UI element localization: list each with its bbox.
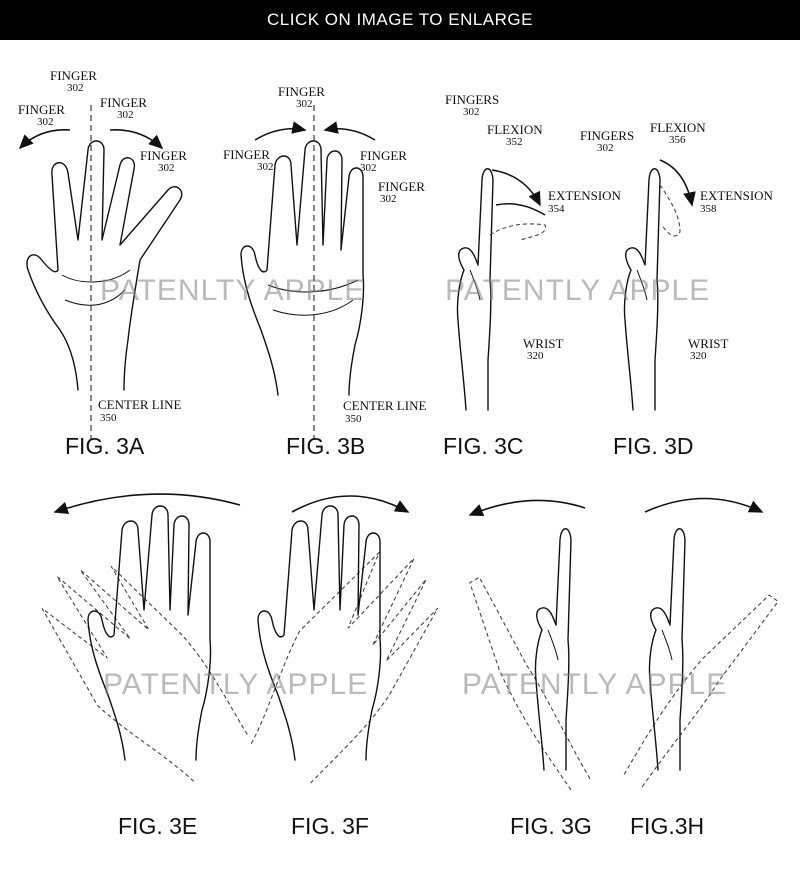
label-finger: FINGER: [140, 148, 187, 163]
fig-3d-caption: FIG. 3D: [613, 433, 694, 459]
label-finger: FINGER: [360, 148, 407, 163]
label-354: 354: [548, 203, 565, 215]
fig-3g-caption: FIG. 3G: [510, 813, 592, 839]
enlarge-banner[interactable]: CLICK ON IMAGE TO ENLARGE: [0, 0, 800, 40]
fig-3a-caption: FIG. 3A: [65, 433, 145, 459]
label-302: 302: [117, 109, 134, 121]
label-302: 302: [67, 82, 84, 94]
fig-3e-hand: [41, 505, 249, 782]
label-302: 302: [597, 142, 614, 154]
label-302: 302: [463, 106, 480, 118]
watermark: PATENTLY APPLE: [103, 668, 369, 701]
label-fingers: FINGERS: [580, 128, 635, 143]
watermark: PATENTLY APPLE: [445, 274, 711, 307]
label-352: 352: [506, 136, 523, 148]
label-flexion: FLEXION: [487, 122, 543, 137]
label-356: 356: [669, 134, 686, 146]
fig-3e-caption: FIG. 3E: [118, 813, 198, 839]
fig-3f-hand: [250, 505, 439, 785]
label-wrist: WRIST: [688, 336, 729, 351]
label-302: 302: [158, 162, 175, 174]
watermark: PATENTLY APPLE: [462, 668, 728, 701]
fig-3c-caption: FIG. 3C: [443, 433, 524, 459]
label-flexion: FLEXION: [650, 120, 706, 135]
label-finger: FINGER: [18, 102, 65, 117]
fig-3f-caption: FIG. 3F: [291, 813, 369, 839]
label-320: 320: [690, 350, 707, 362]
label-center-line: CENTER LINE: [343, 398, 427, 413]
fig-3a-hand: [26, 140, 183, 391]
fig-3h-caption: FIG.3H: [630, 813, 705, 839]
fig-3b-caption: FIG. 3B: [286, 433, 366, 459]
label-fingers: FINGERS: [445, 92, 500, 107]
label-extension: EXTENSION: [548, 188, 621, 203]
label-350: 350: [345, 413, 362, 425]
label-358: 358: [700, 203, 717, 215]
label-finger: FINGER: [223, 147, 270, 162]
fig-3b-hand: [240, 140, 365, 396]
label-350: 350: [100, 412, 117, 424]
hand-gesture-drawings: [18, 105, 779, 791]
label-320: 320: [527, 350, 544, 362]
watermark: PATENLTY APPLE: [100, 274, 366, 307]
label-302: 302: [37, 116, 54, 128]
label-finger: FINGER: [50, 68, 97, 83]
label-302: 302: [380, 193, 397, 205]
label-center-line: CENTER LINE: [98, 397, 182, 412]
fig-3h-hand: [623, 528, 779, 788]
label-302: 302: [257, 161, 274, 173]
patent-figure-image[interactable]: FINGER 302 FINGER 302 FINGER 302 FINGER …: [0, 40, 800, 889]
label-extension: EXTENSION: [700, 188, 773, 203]
label-finger: FINGER: [100, 95, 147, 110]
label-302: 302: [360, 162, 377, 174]
label-finger: FINGER: [378, 179, 425, 194]
fig-3g-hand: [469, 528, 591, 791]
label-finger: FINGER: [278, 84, 325, 99]
label-302: 302: [296, 98, 313, 110]
label-wrist: WRIST: [523, 336, 564, 351]
